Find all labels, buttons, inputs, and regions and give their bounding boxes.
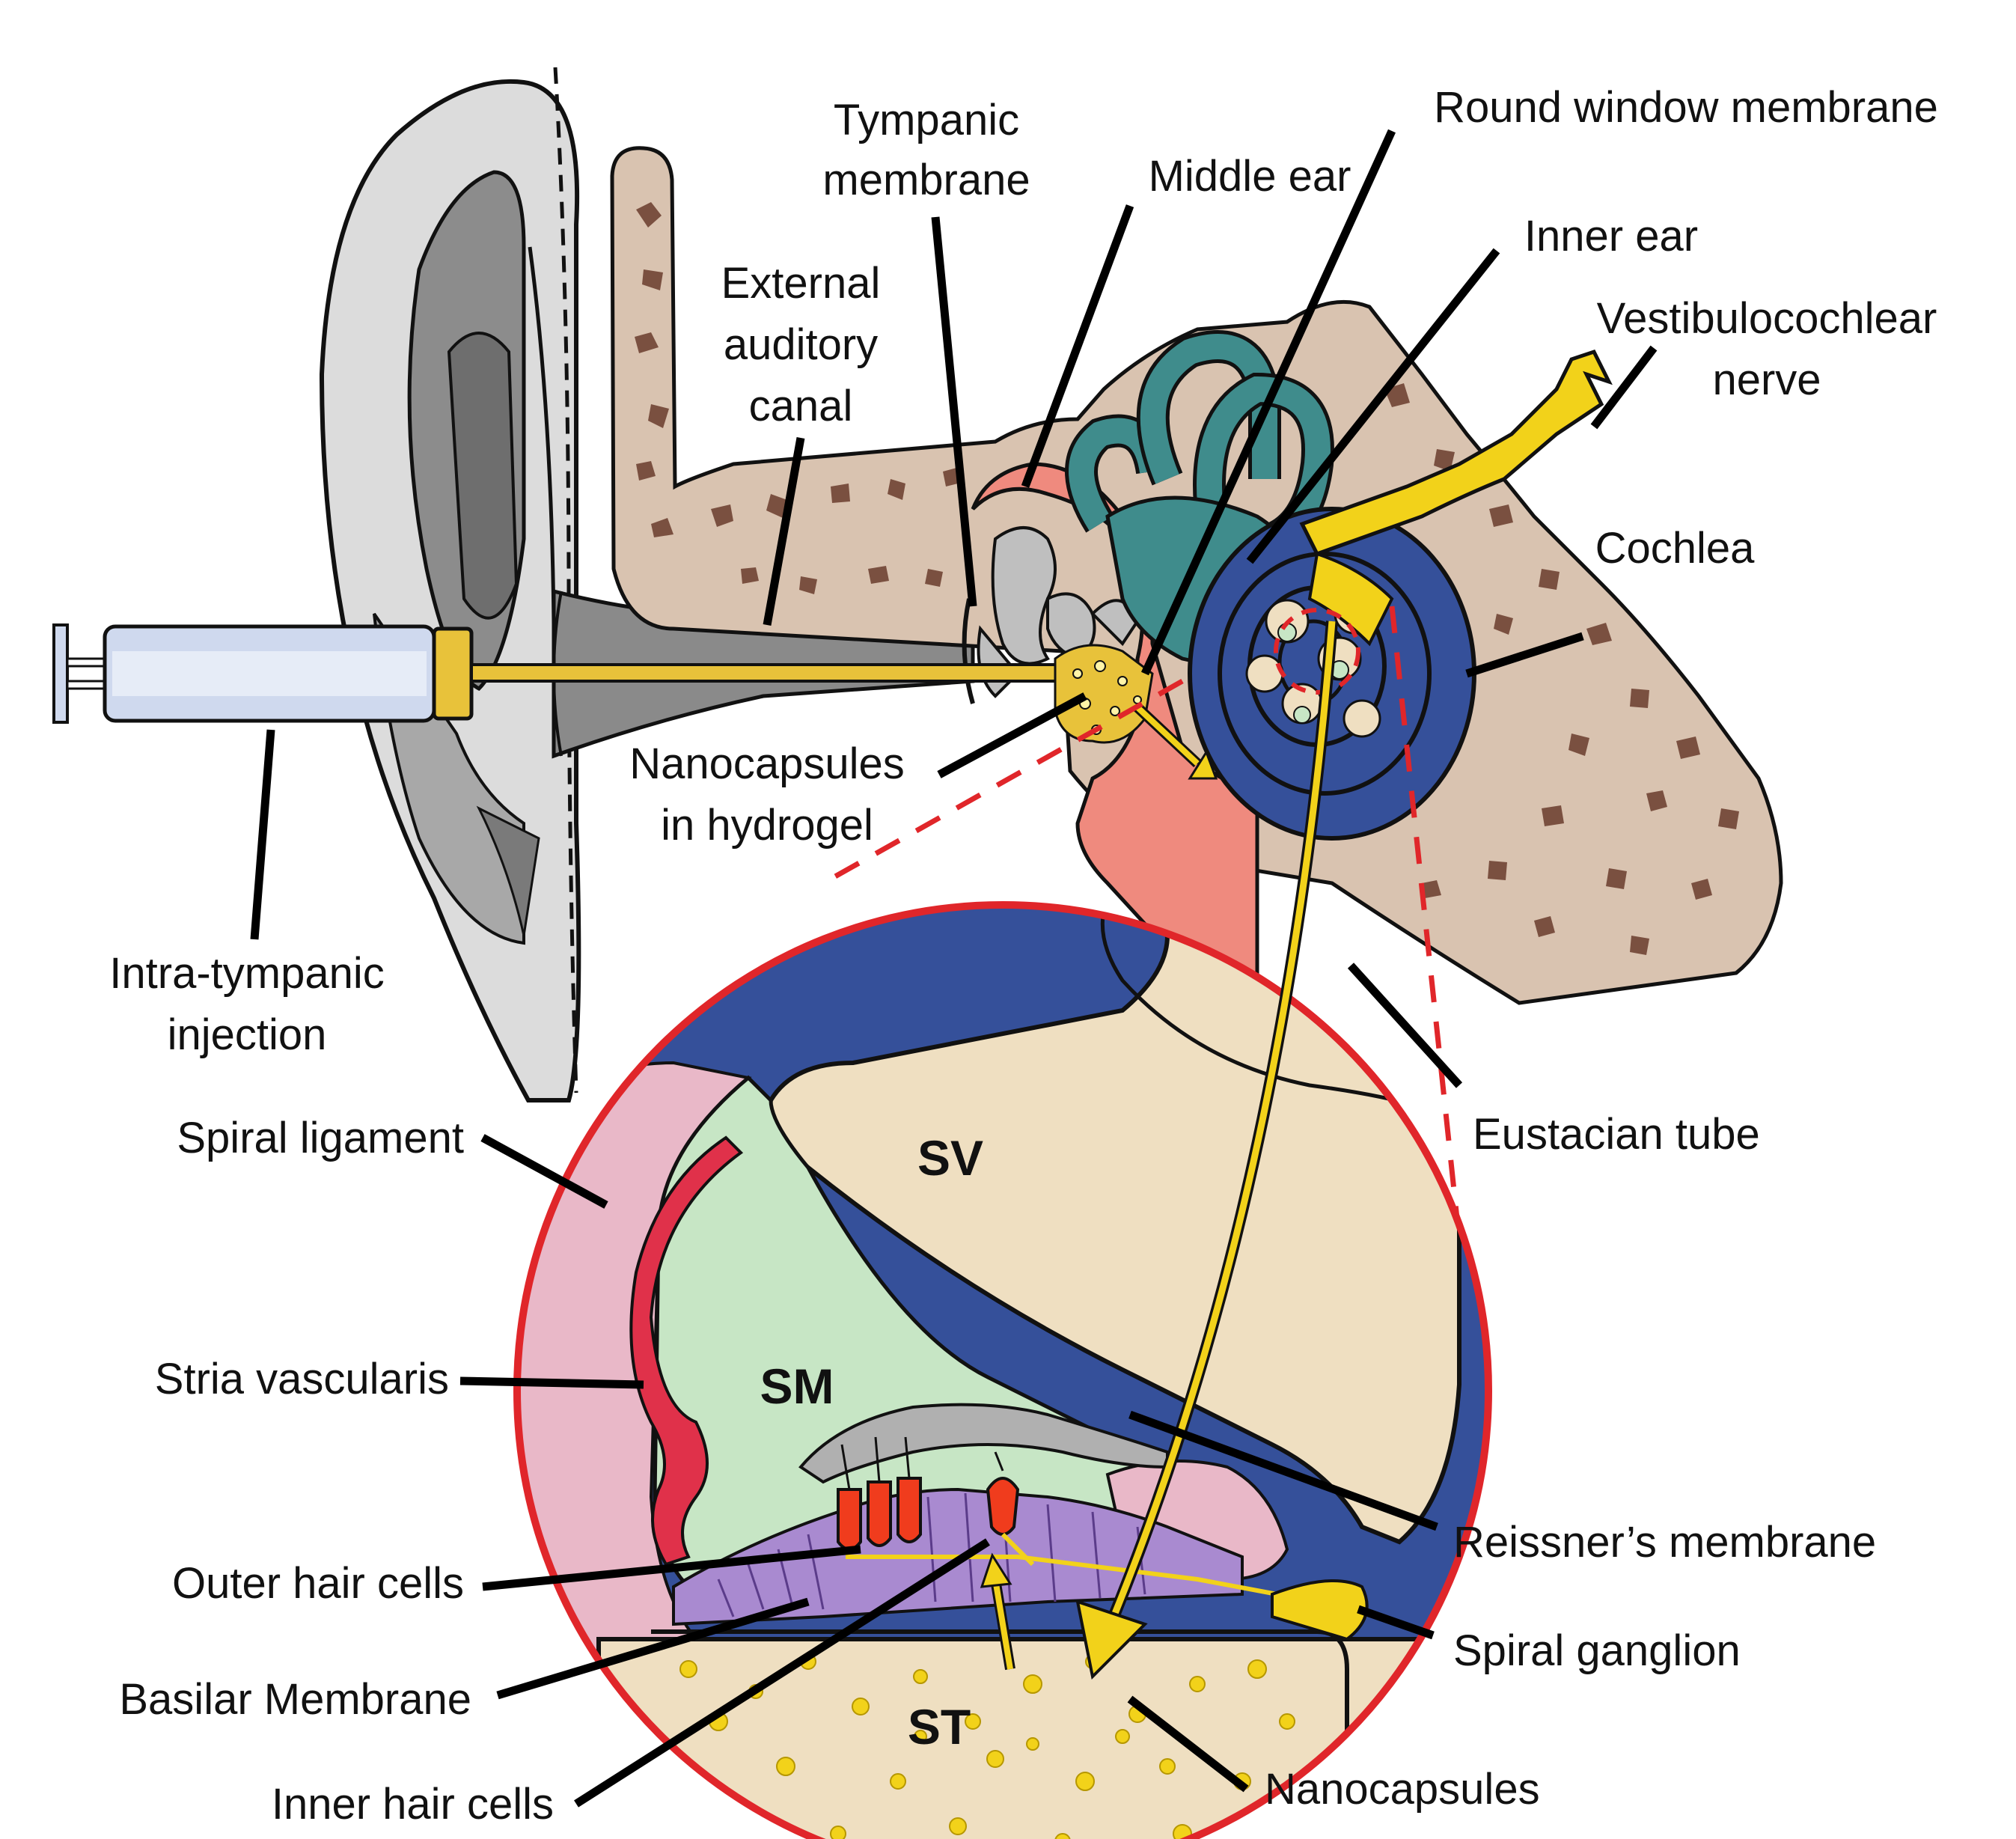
- label-middle-ear: Middle ear: [1149, 152, 1351, 201]
- diffusion-arrow: [1135, 705, 1200, 766]
- labels: Tympanic membrane Middle ear Round windo…: [109, 83, 1938, 1829]
- tympanic-membrane-line: [962, 598, 975, 704]
- label-intra-tympanic-injection-line1: Intra-tympanic: [109, 949, 384, 998]
- label-cochlea: Cochlea: [1595, 524, 1756, 573]
- cochlea-to-st-arrow: [1104, 620, 1336, 1633]
- cochlea-to-st-arrowhead: [1075, 1599, 1148, 1680]
- zoom-line-left: [822, 678, 1184, 886]
- zoom-source-circle: [1274, 608, 1360, 695]
- label-nanocapsules-in-hydrogel-line2: in hydrogel: [661, 801, 873, 850]
- label-spiral-ligament: Spiral ligament: [177, 1114, 464, 1162]
- region-sv: SV: [917, 1130, 983, 1186]
- syringe: [52, 623, 1087, 724]
- label-external-auditory-canal-line3: canal: [749, 382, 853, 430]
- label-inner-hair-cells: Inner hair cells: [272, 1780, 554, 1829]
- region-sm: SM: [760, 1358, 834, 1414]
- diffusion-arrowhead: [1188, 749, 1218, 780]
- label-inner-ear: Inner ear: [1524, 212, 1698, 260]
- label-vestibulocochlear-nerve-line1: Vestibulocochlear: [1597, 294, 1937, 343]
- zoom-line-right: [1389, 606, 1470, 1311]
- label-external-auditory-canal-line2: auditory: [724, 320, 878, 369]
- leader-lines: [250, 129, 1658, 1808]
- outer-ear: [319, 67, 581, 1103]
- label-stria-vascularis: Stria vascularis: [155, 1355, 449, 1403]
- label-intra-tympanic-injection-line2: injection: [168, 1010, 327, 1059]
- label-spiral-ganglion: Spiral ganglion: [1453, 1626, 1741, 1675]
- label-tympanic-membrane-line1: Tympanic: [834, 96, 1019, 144]
- nanocapsule-hydrogel: [1054, 644, 1154, 744]
- label-nanocapsules-in-hydrogel-line1: Nanocapsules: [629, 739, 905, 788]
- label-tympanic-membrane-line2: membrane: [822, 156, 1030, 204]
- vestibulocochlear-nerve: [1299, 349, 1613, 647]
- label-reissners-membrane: Reissner’s membrane: [1453, 1518, 1876, 1567]
- region-st: ST: [908, 1699, 971, 1754]
- label-nanocapsules: Nanocapsules: [1265, 1765, 1540, 1814]
- label-eustacian-tube: Eustacian tube: [1473, 1110, 1760, 1159]
- cochlear-cross-section: [513, 901, 1492, 1839]
- label-outer-hair-cells: Outer hair cells: [172, 1559, 464, 1608]
- label-basilar-membrane: Basilar Membrane: [119, 1675, 471, 1724]
- label-round-window-membrane: Round window membrane: [1434, 83, 1938, 132]
- label-vestibulocochlear-nerve-line2: nerve: [1712, 356, 1821, 404]
- label-external-auditory-canal-line1: External: [721, 259, 881, 308]
